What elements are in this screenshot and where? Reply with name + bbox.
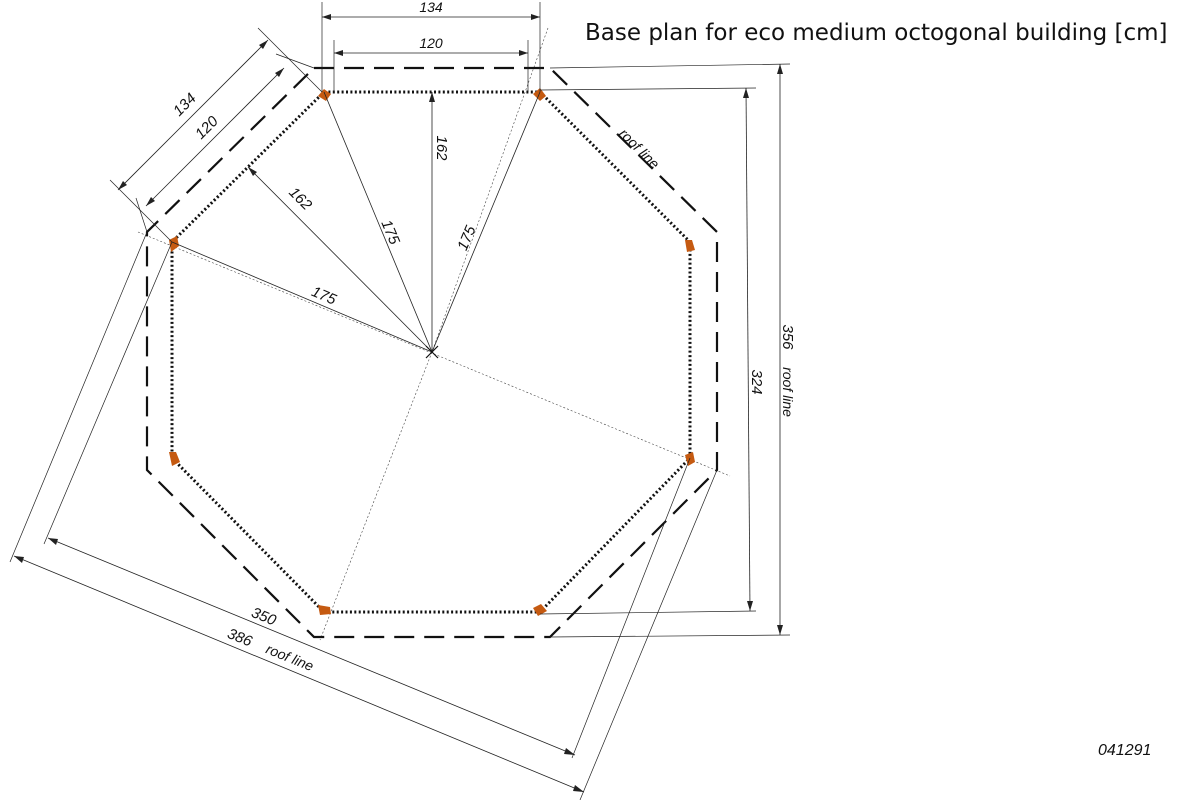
dim-label-radius-left: 175 bbox=[309, 283, 339, 309]
plan-title: Base plan for eco medium octogonal build… bbox=[585, 20, 1168, 46]
corner-post bbox=[685, 452, 695, 466]
dim-label-roof-width-right: 356 bbox=[779, 324, 796, 350]
axis-line-upper bbox=[431, 27, 549, 353]
dim-label-inner-width-right: 324 bbox=[748, 369, 765, 394]
corner-post bbox=[685, 240, 695, 252]
corner-posts bbox=[169, 88, 695, 616]
roof-line-label-right: roof line bbox=[780, 367, 796, 417]
diagonal-dimensions bbox=[109, 27, 323, 243]
corner-post bbox=[169, 452, 180, 466]
dim-label-radius-upper-right: 175 bbox=[454, 223, 480, 253]
roof-line-label-bottom: roof line bbox=[264, 641, 316, 675]
dim-label-roof-width-bottom: 386 bbox=[225, 625, 255, 650]
corner-post bbox=[318, 89, 331, 101]
dim-label-inner-width-bottom: 350 bbox=[249, 604, 279, 629]
dim-label-top-outer: 134 bbox=[419, 0, 443, 15]
corner-post bbox=[533, 604, 547, 616]
bottom-dimensions bbox=[9, 231, 718, 801]
corner-post bbox=[318, 605, 331, 615]
radius-lines bbox=[171, 91, 541, 359]
roof-line-label-side: roof line bbox=[616, 125, 663, 172]
top-dimensions bbox=[321, 2, 541, 92]
dim-label-apothem-vertical: 162 bbox=[433, 135, 450, 161]
dim-label-diag-inner: 120 bbox=[192, 112, 222, 142]
axis-line-lower bbox=[319, 351, 433, 641]
dim-label-top-inner: 120 bbox=[419, 35, 443, 51]
drawing-code: 041291 bbox=[1098, 742, 1152, 759]
corner-post bbox=[533, 88, 546, 101]
dim-label-diag-outer: 134 bbox=[170, 90, 200, 120]
dim-label-radius-upper-left: 175 bbox=[377, 217, 403, 247]
right-dimensions bbox=[539, 63, 791, 638]
corner-post bbox=[169, 236, 179, 252]
